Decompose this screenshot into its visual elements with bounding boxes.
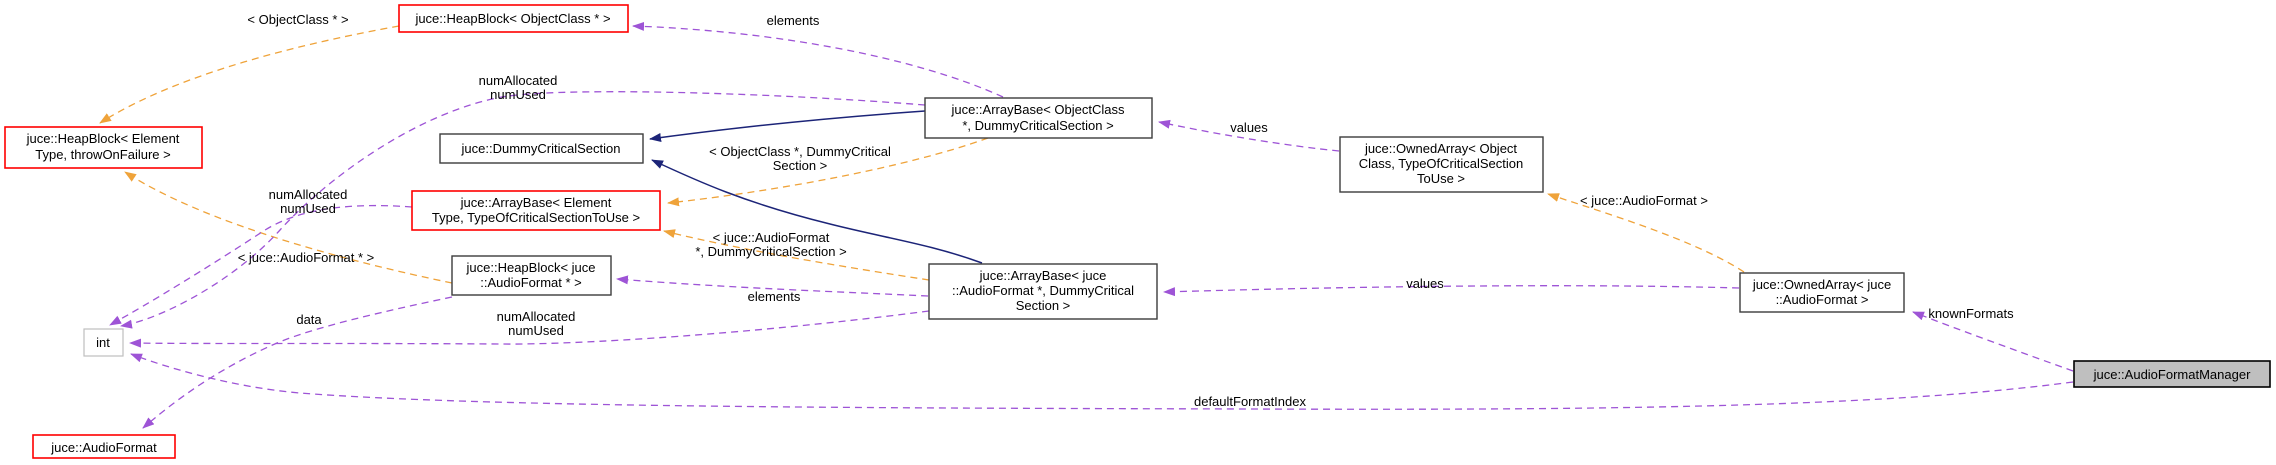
node-arraybase-element[interactable]: juce::ArrayBase< Element Type, TypeOfCri… bbox=[411, 190, 661, 231]
node-dummycriticalsection-box[interactable] bbox=[439, 133, 644, 164]
node-audioformatmanager: juce::AudioFormatManager bbox=[2073, 360, 2271, 388]
edge-label-template-arraybase-objectclass-1: < ObjectClass *, DummyCritical bbox=[709, 144, 891, 159]
edge-template-heapblock-objectclass-path bbox=[99, 25, 400, 124]
node-ownedarray-objectclass[interactable]: juce::OwnedArray< Object Class, TypeOfCr… bbox=[1339, 136, 1544, 193]
edge-label-template-arraybase-audioformat-2: *, DummyCriticalSection > bbox=[695, 244, 846, 259]
edge-numallocated-top-path bbox=[120, 91, 926, 329]
edge-template-arraybase-objectclass-path bbox=[667, 137, 989, 207]
node-audioformat-label[interactable]: juce::AudioFormat bbox=[50, 440, 157, 455]
edge-numallocated-bottom-path bbox=[129, 310, 930, 348]
edge-label-elements-top: elements bbox=[767, 13, 820, 28]
node-heapblock-objectclass-box[interactable] bbox=[398, 4, 629, 33]
edge-label-values-mid: values bbox=[1406, 276, 1444, 291]
edge-label-numallocated-bottom-2: numUsed bbox=[508, 323, 564, 338]
edge-label-numallocated-mid-1: numAllocated bbox=[269, 187, 348, 202]
edge-elements-top-path bbox=[632, 21, 1004, 98]
node-heapblock-objectclass[interactable]: juce::HeapBlock< ObjectClass * > bbox=[398, 4, 629, 33]
node-arraybase-objectclass[interactable]: juce::ArrayBase< ObjectClass *, DummyCri… bbox=[924, 97, 1153, 139]
edge-label-knownformats: knownFormats bbox=[1928, 306, 2014, 321]
node-ownedarray-audioformat-box[interactable] bbox=[1739, 272, 1905, 313]
node-audioformatmanager-box bbox=[2073, 360, 2271, 388]
node-ownedarray-objectclass-label-3[interactable]: ToUse > bbox=[1417, 171, 1465, 186]
node-heapblock-element[interactable]: juce::HeapBlock< Element Type, throwOnFa… bbox=[4, 126, 203, 169]
node-heapblock-element-box[interactable] bbox=[4, 126, 203, 169]
edge-label-numallocated-top-1: numAllocated bbox=[479, 73, 558, 88]
edge-values-mid-path bbox=[1163, 285, 1740, 297]
edge-inherit-arraybase-objectclass-path bbox=[649, 110, 926, 142]
node-ownedarray-objectclass-label-1[interactable]: juce::OwnedArray< Object bbox=[1364, 141, 1517, 156]
node-arraybase-objectclass-box[interactable] bbox=[924, 97, 1153, 139]
node-heapblock-audioformat-label-2[interactable]: ::AudioFormat * > bbox=[480, 275, 582, 290]
node-arraybase-element-label-2[interactable]: Type, TypeOfCriticalSectionToUse > bbox=[432, 210, 640, 225]
edge-label-elements-mid: elements bbox=[748, 289, 801, 304]
edge-values-top-path bbox=[1158, 119, 1340, 152]
node-dummycriticalsection-label[interactable]: juce::DummyCriticalSection bbox=[461, 141, 621, 156]
node-ownedarray-objectclass-box[interactable] bbox=[1339, 136, 1544, 193]
node-heapblock-audioformat-label-1[interactable]: juce::HeapBlock< juce bbox=[466, 260, 596, 275]
node-int[interactable]: int bbox=[83, 328, 124, 357]
edge-label-template-heapblock-objectclass: < ObjectClass * > bbox=[247, 12, 348, 27]
node-heapblock-element-label-1[interactable]: juce::HeapBlock< Element bbox=[26, 131, 180, 146]
edge-inherit-arraybase-audioformat-path bbox=[651, 159, 983, 264]
edge-knownformats-path bbox=[1912, 311, 2074, 372]
edge-template-heapblock-audioformat-path bbox=[124, 171, 453, 284]
node-arraybase-audioformat-label-3[interactable]: Section > bbox=[1016, 298, 1071, 313]
edge-label-values-top: values bbox=[1230, 120, 1268, 135]
node-arraybase-audioformat-label-2[interactable]: ::AudioFormat *, DummyCritical bbox=[952, 283, 1134, 298]
node-arraybase-audioformat-label-1[interactable]: juce::ArrayBase< juce bbox=[979, 268, 1107, 283]
node-heapblock-audioformat-box[interactable] bbox=[451, 255, 612, 296]
node-arraybase-objectclass-label-1[interactable]: juce::ArrayBase< ObjectClass bbox=[950, 102, 1125, 117]
node-int-label[interactable]: int bbox=[96, 335, 110, 350]
node-arraybase-objectclass-label-2[interactable]: *, DummyCriticalSection > bbox=[962, 118, 1113, 133]
node-dummycriticalsection[interactable]: juce::DummyCriticalSection bbox=[439, 133, 644, 164]
node-int-box[interactable] bbox=[83, 328, 124, 357]
node-arraybase-element-box[interactable] bbox=[411, 190, 661, 231]
edge-label-numallocated-top-2: numUsed bbox=[490, 87, 546, 102]
node-ownedarray-audioformat-label-2[interactable]: ::AudioFormat > bbox=[1776, 292, 1869, 307]
edge-label-data: data bbox=[296, 312, 322, 327]
node-ownedarray-audioformat-label-1[interactable]: juce::OwnedArray< juce bbox=[1752, 277, 1891, 292]
node-ownedarray-objectclass-label-2[interactable]: Class, TypeOfCriticalSection bbox=[1359, 156, 1524, 171]
node-audioformatmanager-label: juce::AudioFormatManager bbox=[2093, 367, 2251, 382]
node-arraybase-audioformat[interactable]: juce::ArrayBase< juce ::AudioFormat *, D… bbox=[928, 263, 1158, 320]
edge-label-template-arraybase-audioformat-1: < juce::AudioFormat bbox=[713, 230, 830, 245]
edge-label-numallocated-mid-2: numUsed bbox=[280, 201, 336, 216]
edge-label-template-ownedarray: < juce::AudioFormat > bbox=[1580, 193, 1708, 208]
edge-label-template-heapblock-audioformat: < juce::AudioFormat * > bbox=[238, 250, 375, 265]
node-arraybase-audioformat-box[interactable] bbox=[928, 263, 1158, 320]
edge-data-path bbox=[142, 296, 453, 429]
edge-label-numallocated-bottom-1: numAllocated bbox=[497, 309, 576, 324]
node-audioformat[interactable]: juce::AudioFormat bbox=[32, 434, 176, 459]
node-heapblock-audioformat[interactable]: juce::HeapBlock< juce ::AudioFormat * > bbox=[451, 255, 612, 296]
edge-elements-mid-path bbox=[616, 275, 929, 297]
edge-label-defaultformatindex: defaultFormatIndex bbox=[1194, 394, 1307, 409]
node-ownedarray-audioformat[interactable]: juce::OwnedArray< juce ::AudioFormat > bbox=[1739, 272, 1905, 313]
node-audioformat-box[interactable] bbox=[32, 434, 176, 459]
edge-label-template-arraybase-objectclass-2: Section > bbox=[773, 158, 828, 173]
edge-template-arraybase-audioformat-path bbox=[663, 229, 930, 281]
node-arraybase-element-label-1[interactable]: juce::ArrayBase< Element bbox=[460, 195, 612, 210]
node-heapblock-element-label-2[interactable]: Type, throwOnFailure > bbox=[35, 147, 170, 162]
node-heapblock-objectclass-label[interactable]: juce::HeapBlock< ObjectClass * > bbox=[414, 11, 610, 26]
node-layer: juce::HeapBlock< ObjectClass * > juce::H… bbox=[4, 4, 2271, 459]
edge-layer: < ObjectClass * > elements numAllocated … bbox=[99, 12, 2074, 429]
